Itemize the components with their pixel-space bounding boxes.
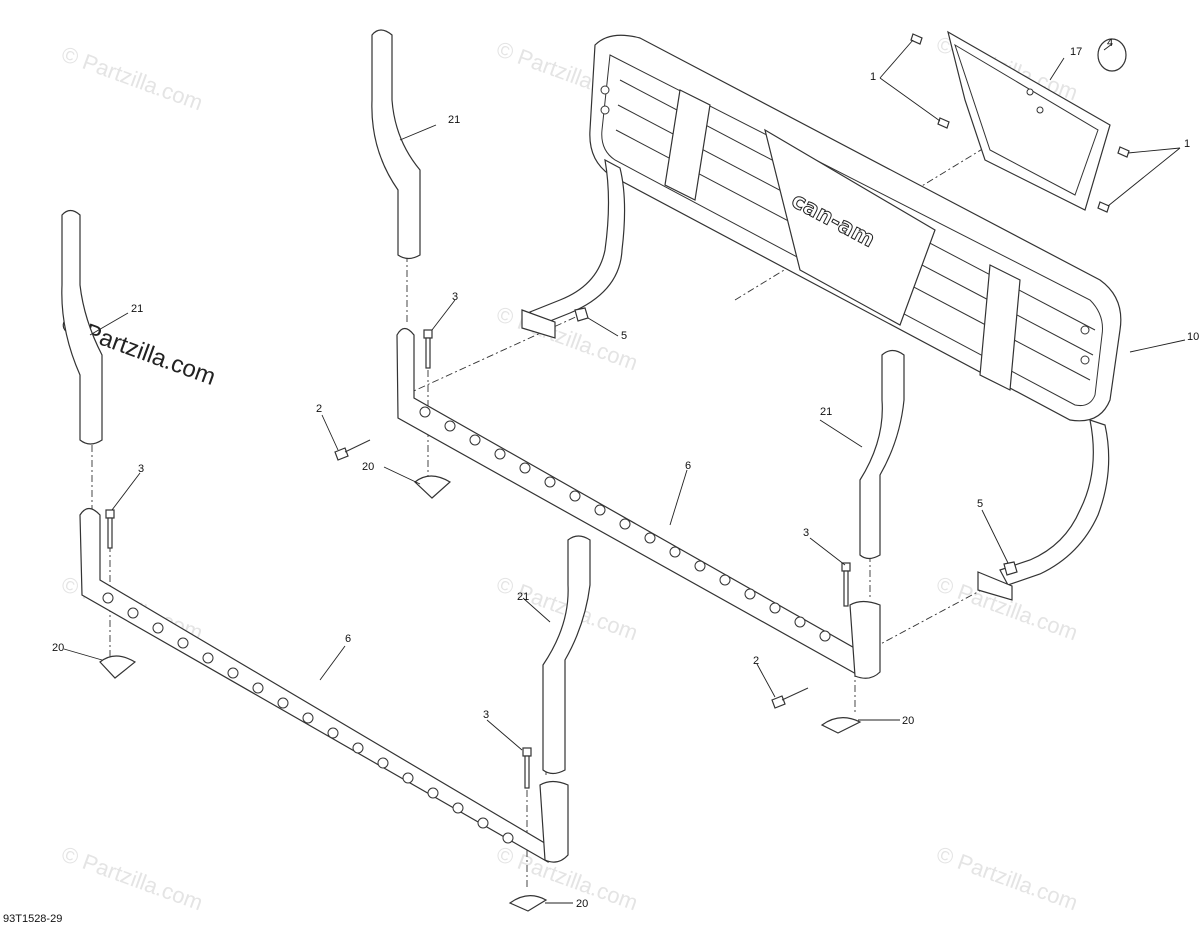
side-rail-lower (79, 507, 569, 864)
nuts-5 (574, 307, 1018, 576)
callout-5: 5 (977, 498, 983, 510)
callout-20: 20 (362, 461, 374, 473)
drawing-code: 93T1528-29 (3, 913, 62, 925)
callout-5: 5 (621, 330, 627, 342)
bolts-2 (334, 439, 809, 709)
callout-20: 20 (902, 715, 914, 727)
callout-2: 2 (753, 655, 759, 667)
callout-3: 3 (452, 291, 458, 303)
callout-20: 20 (576, 898, 588, 910)
bent-tubes-21 (61, 29, 905, 775)
watermark: © Partzilla.com (58, 41, 206, 115)
callout-3: 3 (483, 709, 489, 721)
callout-21: 21 (131, 303, 143, 315)
watermark: © Partzilla.com (58, 841, 206, 915)
callout-6: 6 (685, 460, 691, 472)
watermark: © Partzilla.com (933, 841, 1081, 915)
callout-3: 3 (803, 527, 809, 539)
cap-4 (1097, 38, 1127, 72)
leader-lines (63, 39, 1186, 904)
callout-20: 20 (52, 642, 64, 654)
callout-3: 3 (138, 463, 144, 475)
rack-frame-assembly: can-am (521, 34, 1122, 601)
callout-21: 21 (448, 114, 460, 126)
callout-labels: 1 1 17 4 10 21 21 21 21 3 3 3 3 5 5 6 6 … (52, 37, 1199, 910)
callout-1: 1 (1184, 138, 1190, 150)
bolts-3 (105, 329, 851, 789)
callout-21: 21 (820, 406, 832, 418)
callout-4: 4 (1107, 37, 1113, 49)
watermark-group: © Partzilla.com © Partzilla.com © Partzi… (58, 31, 1081, 915)
callout-17: 17 (1070, 46, 1082, 58)
callout-2: 2 (316, 403, 322, 415)
side-rail-upper (396, 327, 881, 679)
screws-1 (910, 33, 1130, 213)
callout-21: 21 (517, 591, 529, 603)
panel-plate-17 (947, 30, 1111, 211)
callout-10: 10 (1187, 331, 1199, 343)
callout-6: 6 (345, 633, 351, 645)
caps-20 (99, 475, 862, 912)
callout-1: 1 (870, 71, 876, 83)
